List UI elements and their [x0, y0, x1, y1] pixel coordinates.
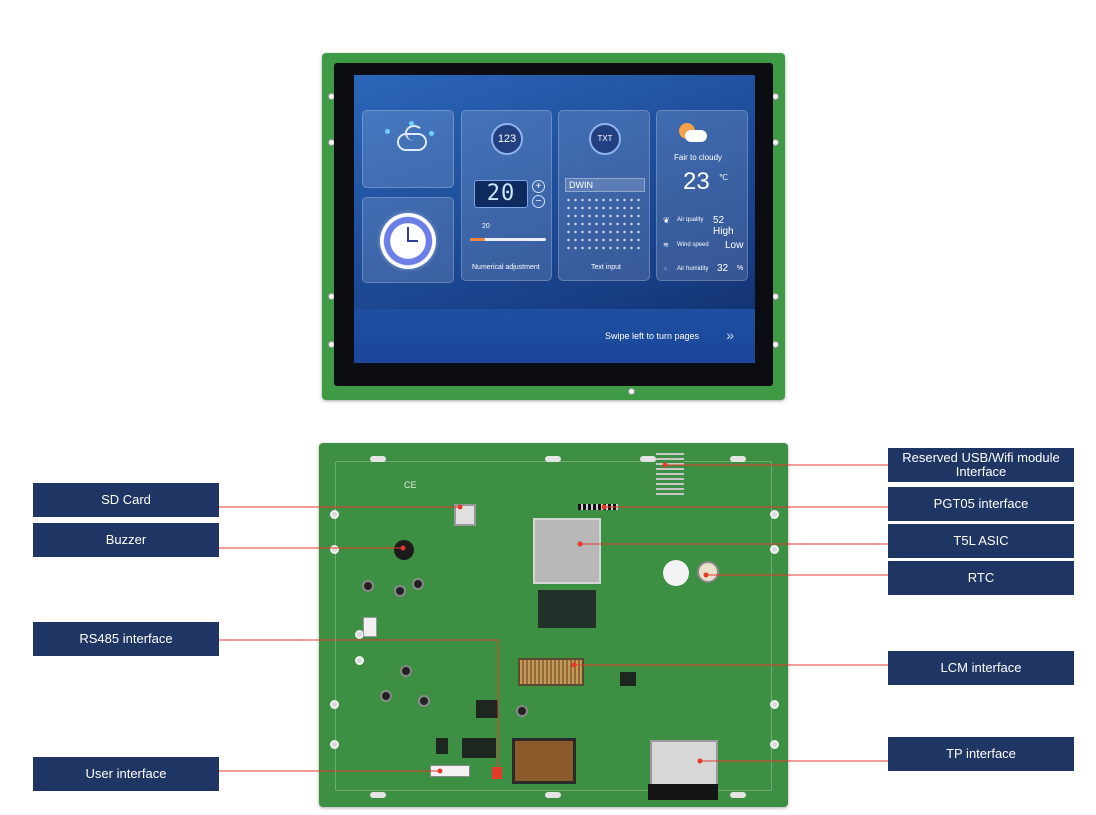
- capacitor: [362, 580, 374, 592]
- power-module: [512, 738, 576, 784]
- label-user-interface: User interface: [33, 757, 219, 791]
- mounting-hole: [330, 700, 339, 709]
- temperature-unit: ℃: [719, 173, 728, 182]
- slider-fill: [470, 238, 486, 241]
- mounting-hole: [772, 139, 779, 146]
- decrement-button[interactable]: −: [532, 195, 545, 208]
- text-input-card: TXT DWIN Text input: [558, 110, 650, 281]
- raindrop-icon: [385, 129, 390, 134]
- pcb-slot: [545, 456, 561, 462]
- mounting-hole: [628, 388, 635, 395]
- pcb-slot: [730, 792, 746, 798]
- numeric-caption: Numerical adjustment: [472, 264, 540, 271]
- chevron-right-icon[interactable]: »: [726, 327, 734, 343]
- t5l-asic-chip: [533, 518, 601, 584]
- ce-mark: CE: [404, 480, 417, 490]
- mounting-hole: [772, 93, 779, 100]
- pcb-slot: [370, 792, 386, 798]
- memory-chip: [538, 590, 596, 628]
- text-input-field[interactable]: DWIN: [565, 178, 645, 192]
- weather-title: Fair to cloudy: [674, 153, 723, 162]
- air-quality-value: 52 High: [713, 215, 734, 237]
- cloud-icon: [685, 130, 707, 142]
- pgt05-connector: [578, 504, 618, 510]
- pcb-slot: [370, 456, 386, 462]
- buzzer: [394, 540, 414, 560]
- label-usb-wifi-interface: Reserved USB/Wifi module Interface: [888, 448, 1074, 482]
- txt-file-icon: TXT: [589, 123, 621, 155]
- capacitor: [516, 705, 528, 717]
- weather-info-card: Fair to cloudy 23 ℃ ❦ Air quality 52 Hig…: [656, 110, 748, 281]
- on-screen-keyboard[interactable]: [565, 196, 643, 254]
- air-humidity-unit: %: [737, 265, 744, 272]
- mounting-hole: [355, 656, 364, 665]
- temperature-value: 23: [683, 168, 710, 195]
- regulator-chip: [436, 738, 448, 754]
- clock-icon: [380, 213, 436, 269]
- label-pgt05-interface: PGT05 interface: [888, 487, 1074, 521]
- increment-button[interactable]: +: [532, 180, 545, 193]
- weather-icon-card[interactable]: [362, 110, 454, 188]
- label-sd-card: SD Card: [33, 483, 219, 517]
- pcb-slot: [545, 792, 561, 798]
- capacitor: [394, 585, 406, 597]
- capacitor: [412, 578, 424, 590]
- red-jumper: [492, 767, 502, 779]
- wind-speed-label: Wind speed: [677, 242, 709, 248]
- mounting-hole: [770, 510, 779, 519]
- small-ic: [620, 672, 636, 686]
- screen-footer-band: [354, 309, 755, 363]
- label-lcm-interface: LCM interface: [888, 651, 1074, 685]
- mounting-hole: [770, 700, 779, 709]
- label-rtc: RTC: [888, 561, 1074, 595]
- numeric-display: 20: [474, 180, 528, 208]
- tp-connector: [650, 740, 718, 788]
- raindrop-icon: [409, 121, 414, 126]
- label-t5l-asic: T5L ASIC: [888, 524, 1074, 558]
- mounting-hole: [330, 545, 339, 554]
- lcm-fpc-connector: [518, 658, 584, 686]
- humidity-icon: ⁖: [663, 266, 668, 273]
- raindrop-icon: [429, 131, 434, 136]
- mounting-hole: [330, 510, 339, 519]
- capacitor: [418, 695, 430, 707]
- numeric-slider[interactable]: [470, 238, 546, 241]
- sd-card-slot: [454, 504, 476, 526]
- label-rs485-interface: RS485 interface: [33, 622, 219, 656]
- rtc-chip: [697, 561, 719, 583]
- driver-chip: [462, 738, 496, 758]
- rs485-connector: [363, 617, 377, 637]
- mounting-hole: [770, 545, 779, 554]
- mounting-hole: [330, 740, 339, 749]
- driver-chip: [476, 700, 498, 718]
- pcb-slot: [730, 456, 746, 462]
- wind-icon: ≋: [663, 242, 669, 249]
- slider-value: 20: [482, 223, 490, 230]
- label-buzzer: Buzzer: [33, 523, 219, 557]
- tp-connector-base: [648, 784, 718, 800]
- swipe-hint: Swipe left to turn pages: [604, 331, 699, 341]
- lcd-screen: 123 20 + − 20 Numerical adjustment TXT D…: [354, 75, 755, 363]
- capacitor: [380, 690, 392, 702]
- clock-card[interactable]: [362, 197, 454, 283]
- mounting-hole: [772, 341, 779, 348]
- numerical-adjustment-card: 123 20 + − 20 Numerical adjustment: [461, 110, 552, 281]
- wind-speed-value: Low: [725, 240, 744, 251]
- leaf-icon: ❦: [663, 216, 670, 225]
- pcb-slot: [640, 456, 656, 462]
- air-humidity-value: 32: [717, 263, 729, 274]
- mounting-hole: [770, 740, 779, 749]
- label-tp-interface: TP interface: [888, 737, 1074, 771]
- text-input-caption: Text input: [591, 264, 621, 271]
- air-humidity-label: Air humidity: [677, 266, 709, 272]
- numeric-badge-icon: 123: [491, 123, 523, 155]
- usb-wifi-module-pads: [656, 451, 684, 495]
- capacitor: [400, 665, 412, 677]
- rtc-crystal: [663, 560, 689, 586]
- mounting-hole: [772, 293, 779, 300]
- cloud-icon: [397, 125, 427, 151]
- air-quality-label: Air quality: [677, 217, 704, 223]
- user-interface-connector: [430, 765, 470, 777]
